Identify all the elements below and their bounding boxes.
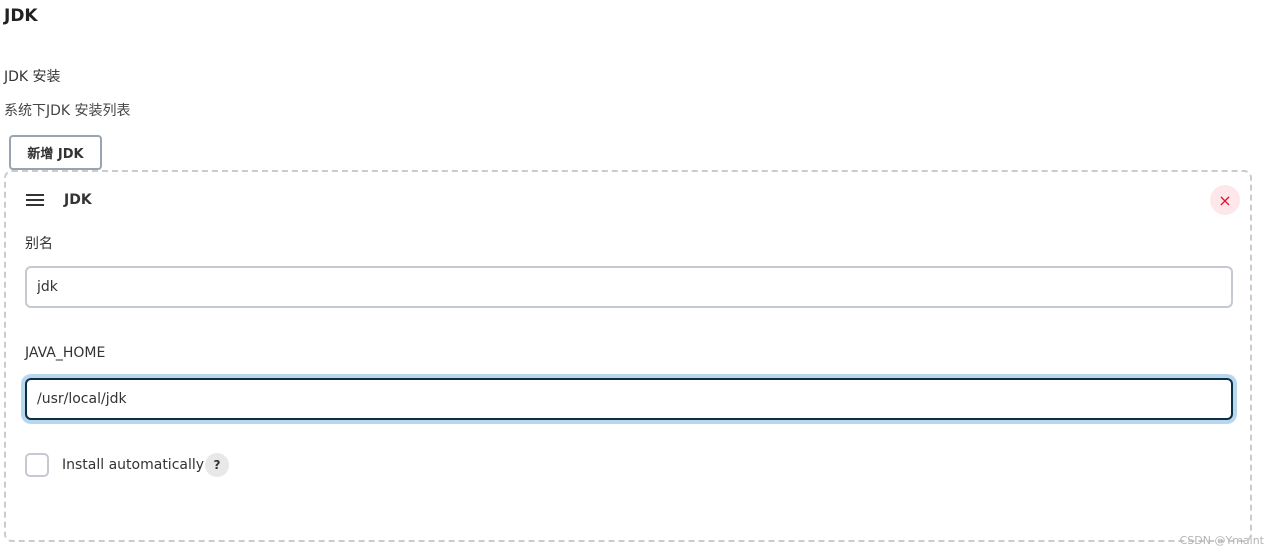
alias-label: 别名 [25, 236, 53, 252]
install-automatically-label[interactable]: Install automatically [62, 457, 205, 473]
java-home-label: JAVA_HOME [25, 345, 106, 361]
watermark: CSDN @Ymaint [1179, 534, 1264, 547]
install-automatically-checkbox[interactable] [25, 453, 49, 477]
delete-button[interactable]: × [1210, 185, 1240, 215]
question-icon: ? [213, 458, 221, 472]
card-title: JDK [64, 192, 92, 208]
drag-handle-icon[interactable] [26, 194, 44, 206]
java-home-input[interactable] [25, 378, 1233, 420]
section-title: JDK [4, 6, 38, 26]
section-description: 系统下JDK 安装列表 [4, 103, 131, 119]
add-jdk-button[interactable]: 新增 JDK [9, 135, 102, 170]
help-button[interactable]: ? [205, 453, 229, 477]
alias-input[interactable] [25, 266, 1233, 308]
close-icon: × [1218, 190, 1232, 210]
section-subtitle: JDK 安装 [4, 69, 61, 85]
jdk-installation-card: JDK × 别名 JAVA_HOME Install automatically… [4, 170, 1252, 542]
